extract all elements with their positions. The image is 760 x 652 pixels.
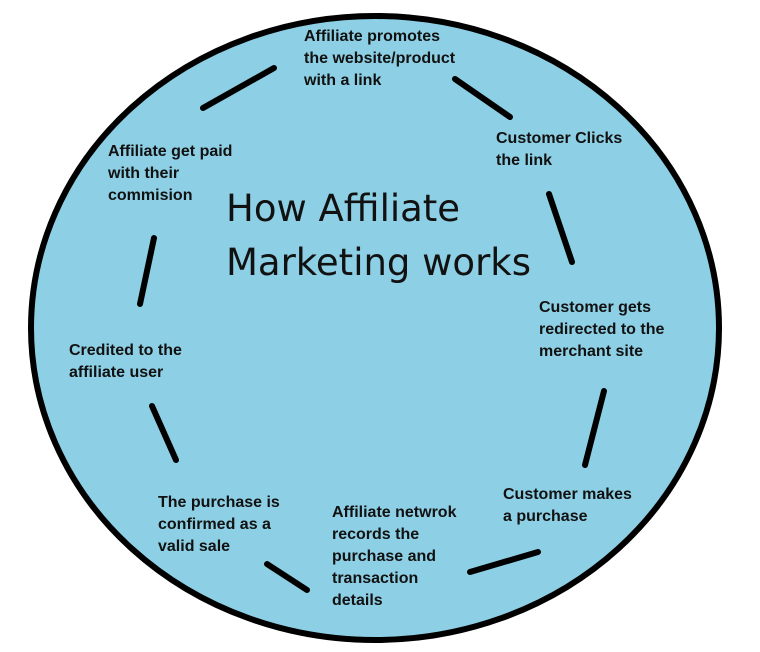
step-line: Customer gets — [539, 299, 652, 316]
step-line: Affiliate promotes — [304, 28, 441, 45]
step-purchase-confirmed: The purchase is confirmed as a valid sal… — [158, 492, 280, 558]
step-line: Customer makes — [503, 486, 632, 503]
connector-purchase-to-record — [467, 549, 541, 575]
step-customer-clicks: Customer Clicks the link — [496, 128, 622, 172]
step-line: records the — [332, 526, 420, 543]
step-credited-affiliate: Credited to the affiliate user — [69, 340, 182, 384]
connector-confirm-to-credit — [149, 403, 179, 463]
step-line: The purchase is — [158, 494, 280, 511]
connector-redirect-to-purchase — [582, 388, 607, 468]
step-affiliate-paid: Affiliate get paid with their commision — [108, 141, 232, 207]
title-line: Marketing works — [226, 241, 531, 284]
step-customer-purchase: Customer makes a purchase — [503, 484, 632, 528]
connector-paid-to-promote — [200, 65, 277, 111]
step-line: with a link — [304, 72, 382, 89]
connector-click-to-redirect — [546, 191, 575, 265]
step-line: the website/product — [304, 50, 456, 67]
step-line: merchant site — [539, 343, 644, 360]
connector-promote-to-click — [452, 76, 513, 120]
step-affiliate-promotes: Affiliate promotes the website/product w… — [304, 26, 455, 92]
step-line: Credited to the — [69, 342, 182, 359]
cycle-circle — [28, 13, 722, 643]
connector-record-to-confirm — [264, 561, 310, 593]
title-line: How Affiliate — [226, 187, 461, 230]
step-line: redirected to the — [539, 321, 665, 338]
step-customer-redirected: Customer gets redirected to the merchant… — [539, 297, 664, 363]
step-line: valid sale — [158, 538, 231, 555]
diagram-title: How Affiliate Marketing works — [226, 182, 531, 290]
step-line: a purchase — [503, 508, 588, 525]
step-line: commision — [108, 187, 193, 204]
connector-group — [137, 65, 607, 593]
step-line: with their — [108, 165, 180, 182]
connector-credit-to-paid — [137, 235, 157, 307]
step-line: affiliate user — [69, 364, 164, 381]
step-line: Affiliate get paid — [108, 143, 233, 160]
step-line: details — [332, 592, 383, 609]
step-line: Affiliate netwrok — [332, 504, 457, 521]
step-line: transaction — [332, 570, 419, 587]
step-line: confirmed as a — [158, 516, 271, 533]
step-line: the link — [496, 152, 553, 169]
step-network-records: Affiliate netwrok records the purchase a… — [332, 502, 456, 612]
step-line: Customer Clicks — [496, 130, 623, 147]
step-line: purchase and — [332, 548, 437, 565]
